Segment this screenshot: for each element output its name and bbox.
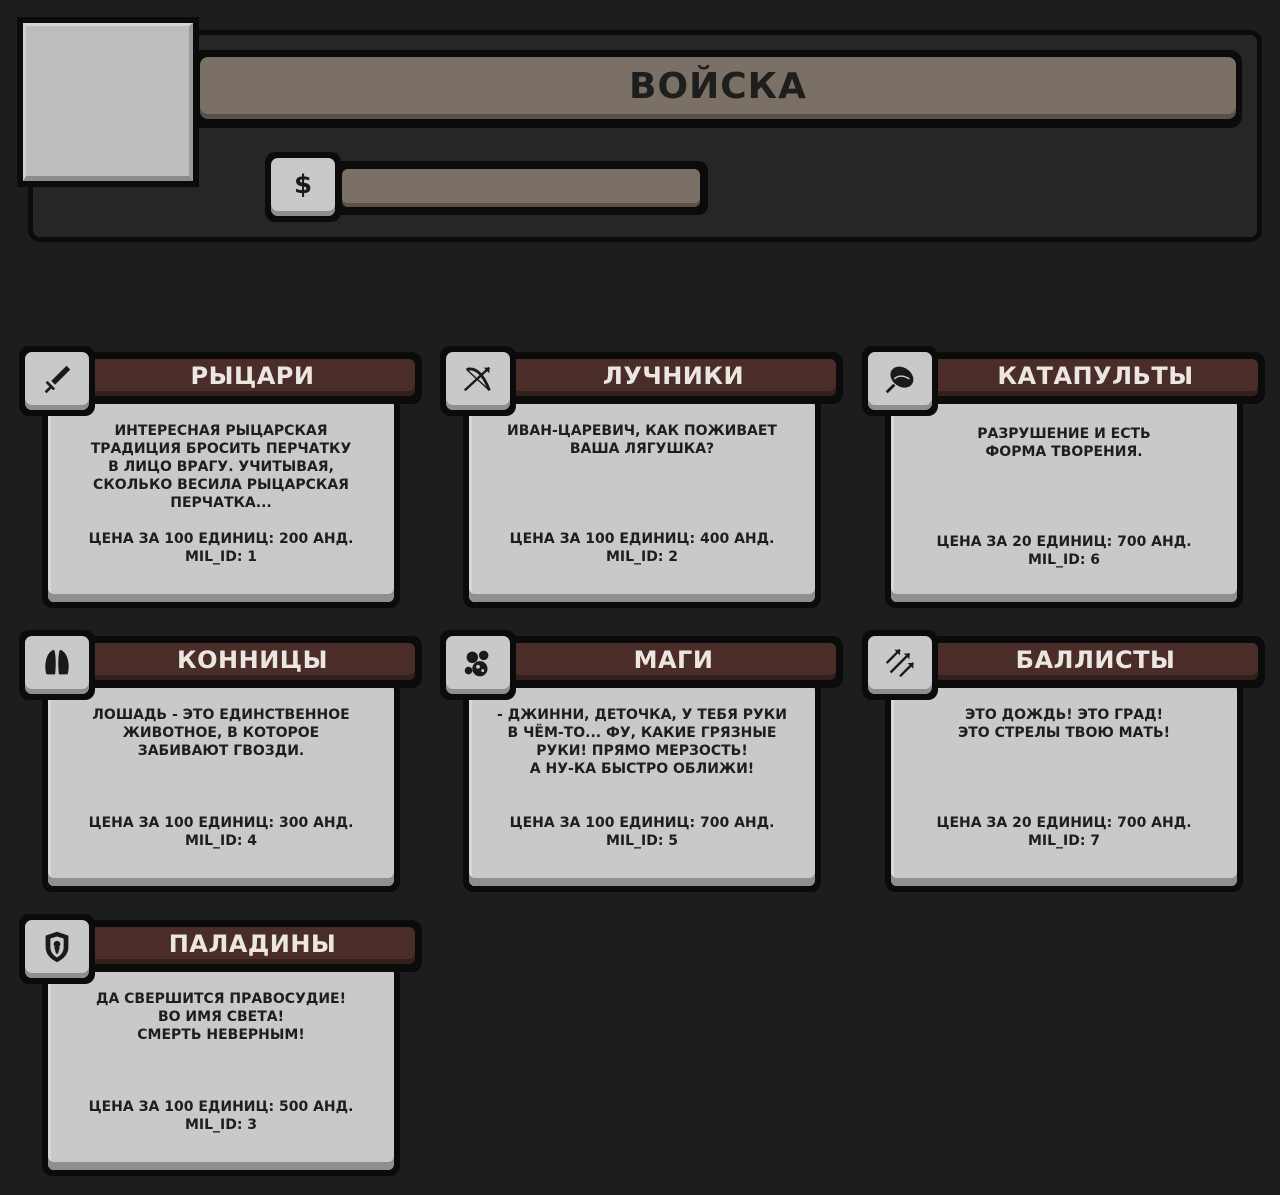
unit-card-cavalry[interactable]: ЛОШАДЬ - ЭТО ЕДИНСТВЕННОЕ ЖИВОТНОЕ, В КО… <box>19 630 423 898</box>
unit-mil-id: MIL_ID: 6 <box>1027 552 1101 568</box>
unit-mil-id: MIL_ID: 7 <box>1027 833 1101 849</box>
catapult-stone-icon <box>868 352 932 410</box>
unit-description: ЛОШАДЬ - ЭТО ЕДИНСТВЕННОЕ ЖИВОТНОЕ, В КО… <box>92 707 350 759</box>
unit-card-ballistas[interactable]: ЭТО ДОЖДЬ! ЭТО ГРАД! ЭТО СТРЕЛЫ ТВОЮ МАТ… <box>862 630 1266 898</box>
unit-price: ЦЕНА ЗА 20 ЕДИНИЦ: 700 АНД. <box>936 815 1192 831</box>
unit-card-catapults[interactable]: РАЗРУШЕНИЕ И ЕСТЬ ФОРМА ТВОРЕНИЯ. ЦЕНА З… <box>862 346 1266 614</box>
unit-card-knights[interactable]: ИНТЕРЕСНАЯ РЫЦАРСКАЯ ТРАДИЦИЯ БРОСИТЬ ПЕ… <box>19 346 423 614</box>
unit-mil-id: MIL_ID: 4 <box>184 833 258 849</box>
bow-icon <box>446 352 510 410</box>
unit-mil-id: MIL_ID: 1 <box>184 549 258 565</box>
unit-mil-id: MIL_ID: 2 <box>605 549 679 565</box>
shield-icon <box>25 920 89 978</box>
unit-mil-id: MIL_ID: 3 <box>184 1117 258 1133</box>
unit-name: МАГИ <box>633 645 714 674</box>
unit-price: ЦЕНА ЗА 100 ЕДИНИЦ: 700 АНД. <box>509 815 775 831</box>
unit-card-archers[interactable]: ИВАН-ЦАРЕВИЧ, КАК ПОЖИВАЕТ ВАША ЛЯГУШКА?… <box>440 346 844 614</box>
horse-hoof-icon <box>25 636 89 694</box>
unit-price: ЦЕНА ЗА 100 ЕДИНИЦ: 400 АНД. <box>509 531 775 547</box>
avatar[interactable] <box>17 17 199 187</box>
title-bar: ВОЙСКА <box>186 50 1242 128</box>
unit-name: ЛУЧНИКИ <box>602 361 745 390</box>
unit-name: БАЛЛИСТЫ <box>1015 645 1176 674</box>
sword-icon <box>25 352 89 410</box>
unit-name: РЫЦАРИ <box>190 361 315 390</box>
dollar-icon: $ <box>271 158 335 216</box>
unit-card-mages[interactable]: - ДЖИННИ, ДЕТОЧКА, У ТЕБЯ РУКИ В ЧЁМ-ТО.… <box>440 630 844 898</box>
unit-description: ИВАН-ЦАРЕВИЧ, КАК ПОЖИВАЕТ ВАША ЛЯГУШКА? <box>507 423 777 457</box>
unit-description: ЭТО ДОЖДЬ! ЭТО ГРАД! ЭТО СТРЕЛЫ ТВОЮ МАТ… <box>957 707 1171 741</box>
unit-price: ЦЕНА ЗА 100 ЕДИНИЦ: 300 АНД. <box>88 815 354 831</box>
unit-description: - ДЖИННИ, ДЕТОЧКА, У ТЕБЯ РУКИ В ЧЁМ-ТО.… <box>497 707 787 777</box>
magic-orbs-icon <box>446 636 510 694</box>
unit-name: КОННИЦЫ <box>177 645 328 674</box>
unit-price: ЦЕНА ЗА 100 ЕДИНИЦ: 200 АНД. <box>88 531 354 547</box>
unit-card-paladins[interactable]: ДА СВЕРШИТСЯ ПРАВОСУДИЕ! ВО ИМЯ СВЕТА! С… <box>19 914 423 1182</box>
arrows-volley-icon <box>868 636 932 694</box>
unit-description: ДА СВЕРШИТСЯ ПРАВОСУДИЕ! ВО ИМЯ СВЕТА! С… <box>95 991 347 1043</box>
unit-description: РАЗРУШЕНИЕ И ЕСТЬ ФОРМА ТВОРЕНИЯ. <box>977 426 1151 460</box>
unit-price: ЦЕНА ЗА 20 ЕДИНИЦ: 700 АНД. <box>936 534 1192 550</box>
page-title: ВОЙСКА <box>629 65 807 107</box>
unit-price: ЦЕНА ЗА 100 ЕДИНИЦ: 500 АНД. <box>88 1099 354 1115</box>
unit-mil-id: MIL_ID: 5 <box>605 833 679 849</box>
unit-name: ПАЛАДИНЫ <box>168 929 337 958</box>
unit-name: КАТАПУЛЬТЫ <box>997 361 1194 390</box>
money-bar <box>322 161 708 215</box>
unit-description: ИНТЕРЕСНАЯ РЫЦАРСКАЯ ТРАДИЦИЯ БРОСИТЬ ПЕ… <box>90 423 352 511</box>
money-icon-frame: $ <box>265 152 341 222</box>
